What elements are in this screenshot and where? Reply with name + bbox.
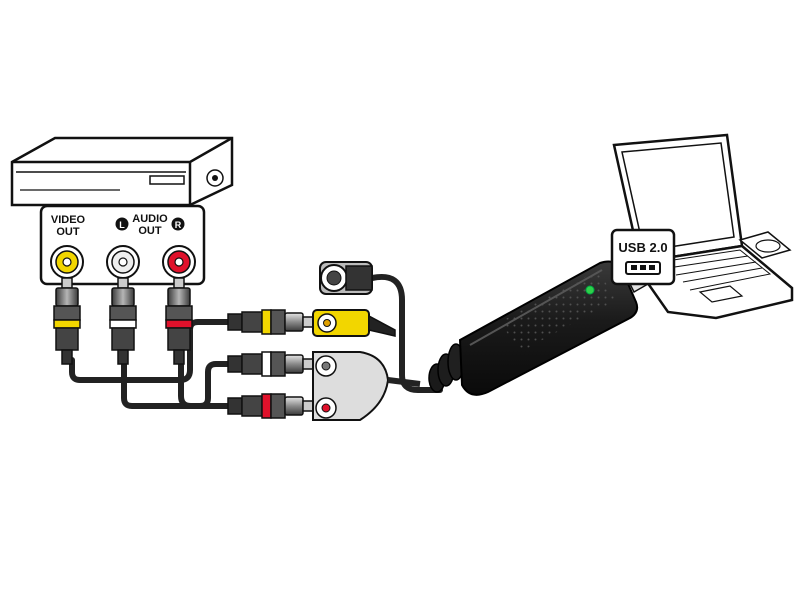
capture-video-connector [312,309,396,337]
audio-left-cable [121,359,233,409]
audio-right-vertical-plug [165,277,193,365]
audio-left-jack [106,245,140,279]
video-out-label-2: OUT [56,226,80,238]
audio-left-horizontal-plug [227,351,314,377]
audio-left-badge [115,217,129,231]
audio-right-letter: R [175,220,182,230]
usb-label: USB 2.0 [618,240,667,255]
audio-right-horizontal-plug [227,393,314,419]
svideo-connector [319,261,373,295]
strain-relief [428,343,465,393]
horizontal-plugs [227,309,314,419]
laptop: USB 2.0 [610,133,794,320]
audio-left-vertical-plug [109,277,137,365]
audio-left-letter: L [119,220,125,230]
usb-port-callout: USB 2.0 [610,228,676,286]
status-led [585,285,595,295]
audio-out-label-1: AUDIO [132,213,168,225]
vertical-plugs [53,277,193,365]
video-vertical-plug [53,277,81,365]
video-horizontal-plug [227,309,314,335]
optical-drive-tray [738,231,792,259]
audio-right-jack [162,245,196,279]
svideo-cable [369,274,443,393]
capture-audio-connector [312,351,421,421]
audio-out-label-2: OUT [138,225,162,237]
audio-right-cable [178,357,233,409]
video-out-label-1: VIDEO [51,214,86,226]
vcr-device [10,136,234,207]
av-output-panel: VIDEO OUT L AUDIO OUT R [39,204,206,286]
audio-right-badge [171,217,185,231]
video-out-jack [50,245,84,279]
